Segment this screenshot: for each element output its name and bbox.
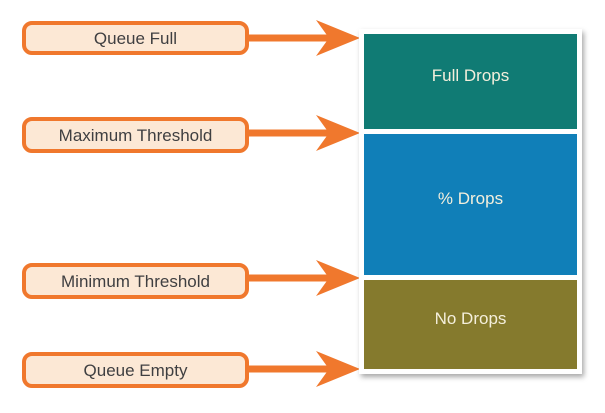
- segment-no-drops: No Drops: [364, 280, 577, 369]
- label-minimum-threshold-text: Minimum Threshold: [61, 271, 210, 291]
- arrow-minimum-threshold-icon: [247, 260, 360, 296]
- queue-bar: Full Drops % Drops No Drops: [359, 29, 582, 374]
- label-minimum-threshold: Minimum Threshold: [22, 263, 249, 299]
- label-maximum-threshold-text: Maximum Threshold: [58, 125, 213, 145]
- segment-full-drops: Full Drops: [364, 34, 577, 129]
- label-queue-empty: Queue Empty: [22, 352, 249, 388]
- label-queue-full: Queue Full: [22, 21, 249, 55]
- arrow-queue-full-icon: [247, 20, 360, 56]
- segment-no-drops-text: No Drops: [434, 308, 507, 328]
- segment-percent-drops-text: % Drops: [437, 188, 504, 208]
- arrow-maximum-threshold-icon: [247, 115, 360, 151]
- segment-full-drops-text: Full Drops: [431, 65, 510, 85]
- arrow-queue-empty-icon: [247, 351, 360, 387]
- label-queue-empty-text: Queue Empty: [83, 360, 188, 380]
- label-maximum-threshold: Maximum Threshold: [22, 117, 249, 153]
- label-queue-full-text: Queue Full: [93, 28, 178, 48]
- segment-percent-drops: % Drops: [364, 134, 577, 275]
